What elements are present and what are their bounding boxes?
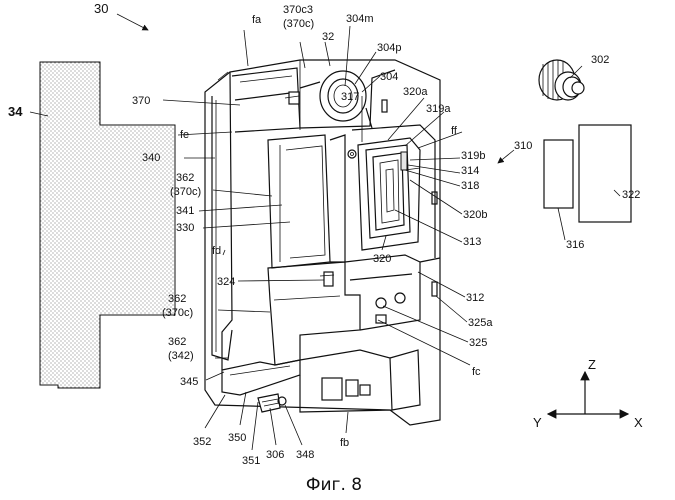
label-304: 304 bbox=[380, 71, 398, 83]
label-317: 317 bbox=[341, 91, 359, 103]
label-362a: 362 bbox=[176, 172, 194, 184]
label-310: 310 bbox=[514, 140, 532, 152]
label-318: 318 bbox=[461, 180, 479, 192]
label-370c-top: (370c) bbox=[283, 18, 314, 30]
label-370c3: 370c3 bbox=[283, 4, 313, 16]
label-34: 34 bbox=[8, 104, 23, 119]
label-312: 312 bbox=[466, 292, 484, 304]
figure-caption: Фиг. 8 bbox=[306, 475, 362, 495]
label-320a: 320a bbox=[403, 86, 428, 98]
part-34-plate bbox=[40, 62, 175, 388]
label-fd: fd bbox=[212, 245, 221, 257]
label-ff: ff bbox=[451, 125, 458, 137]
label-304m: 304m bbox=[346, 13, 374, 25]
label-370: 370 bbox=[132, 95, 150, 107]
label-341: 341 bbox=[176, 205, 194, 217]
label-figure-30: 30 bbox=[94, 1, 108, 16]
label-342: (342) bbox=[168, 350, 194, 362]
label-352: 352 bbox=[193, 436, 211, 448]
axis-triad: Z Y X bbox=[533, 357, 643, 430]
label-362c: 362 bbox=[168, 336, 186, 348]
label-362b: 362 bbox=[168, 293, 186, 305]
label-330: 330 bbox=[176, 222, 194, 234]
label-316: 316 bbox=[566, 239, 584, 251]
label-348: 348 bbox=[296, 449, 314, 461]
part-322 bbox=[579, 125, 631, 222]
label-320b: 320b bbox=[463, 209, 487, 221]
axis-z-label: Z bbox=[588, 357, 596, 372]
label-351: 351 bbox=[242, 455, 260, 467]
label-370c-a: (370c) bbox=[170, 186, 201, 198]
label-319b: 319b bbox=[461, 150, 485, 162]
label-fb: fb bbox=[340, 437, 349, 449]
label-306: 306 bbox=[266, 449, 284, 461]
plug-302 bbox=[539, 60, 584, 100]
main-housing bbox=[205, 60, 440, 425]
label-370c-b: (370c) bbox=[162, 307, 193, 319]
label-304p: 304p bbox=[377, 42, 401, 54]
label-fa: fa bbox=[252, 14, 262, 26]
label-fe: fe bbox=[180, 129, 189, 141]
label-324: 324 bbox=[217, 276, 235, 288]
label-325a: 325a bbox=[468, 317, 493, 329]
label-320: 320 bbox=[373, 253, 391, 265]
label-32: 32 bbox=[322, 31, 334, 43]
label-322: 322 bbox=[622, 189, 640, 201]
label-314: 314 bbox=[461, 165, 479, 177]
label-345: 345 bbox=[180, 376, 198, 388]
label-350: 350 bbox=[228, 432, 246, 444]
label-319a: 319a bbox=[426, 103, 451, 115]
label-302: 302 bbox=[591, 54, 609, 66]
label-325: 325 bbox=[469, 337, 487, 349]
label-fc: fc bbox=[472, 366, 481, 378]
axis-x-label: X bbox=[634, 415, 643, 430]
label-313: 313 bbox=[463, 236, 481, 248]
axis-y-label: Y bbox=[533, 415, 542, 430]
part-316 bbox=[544, 140, 573, 208]
label-340: 340 bbox=[142, 152, 160, 164]
